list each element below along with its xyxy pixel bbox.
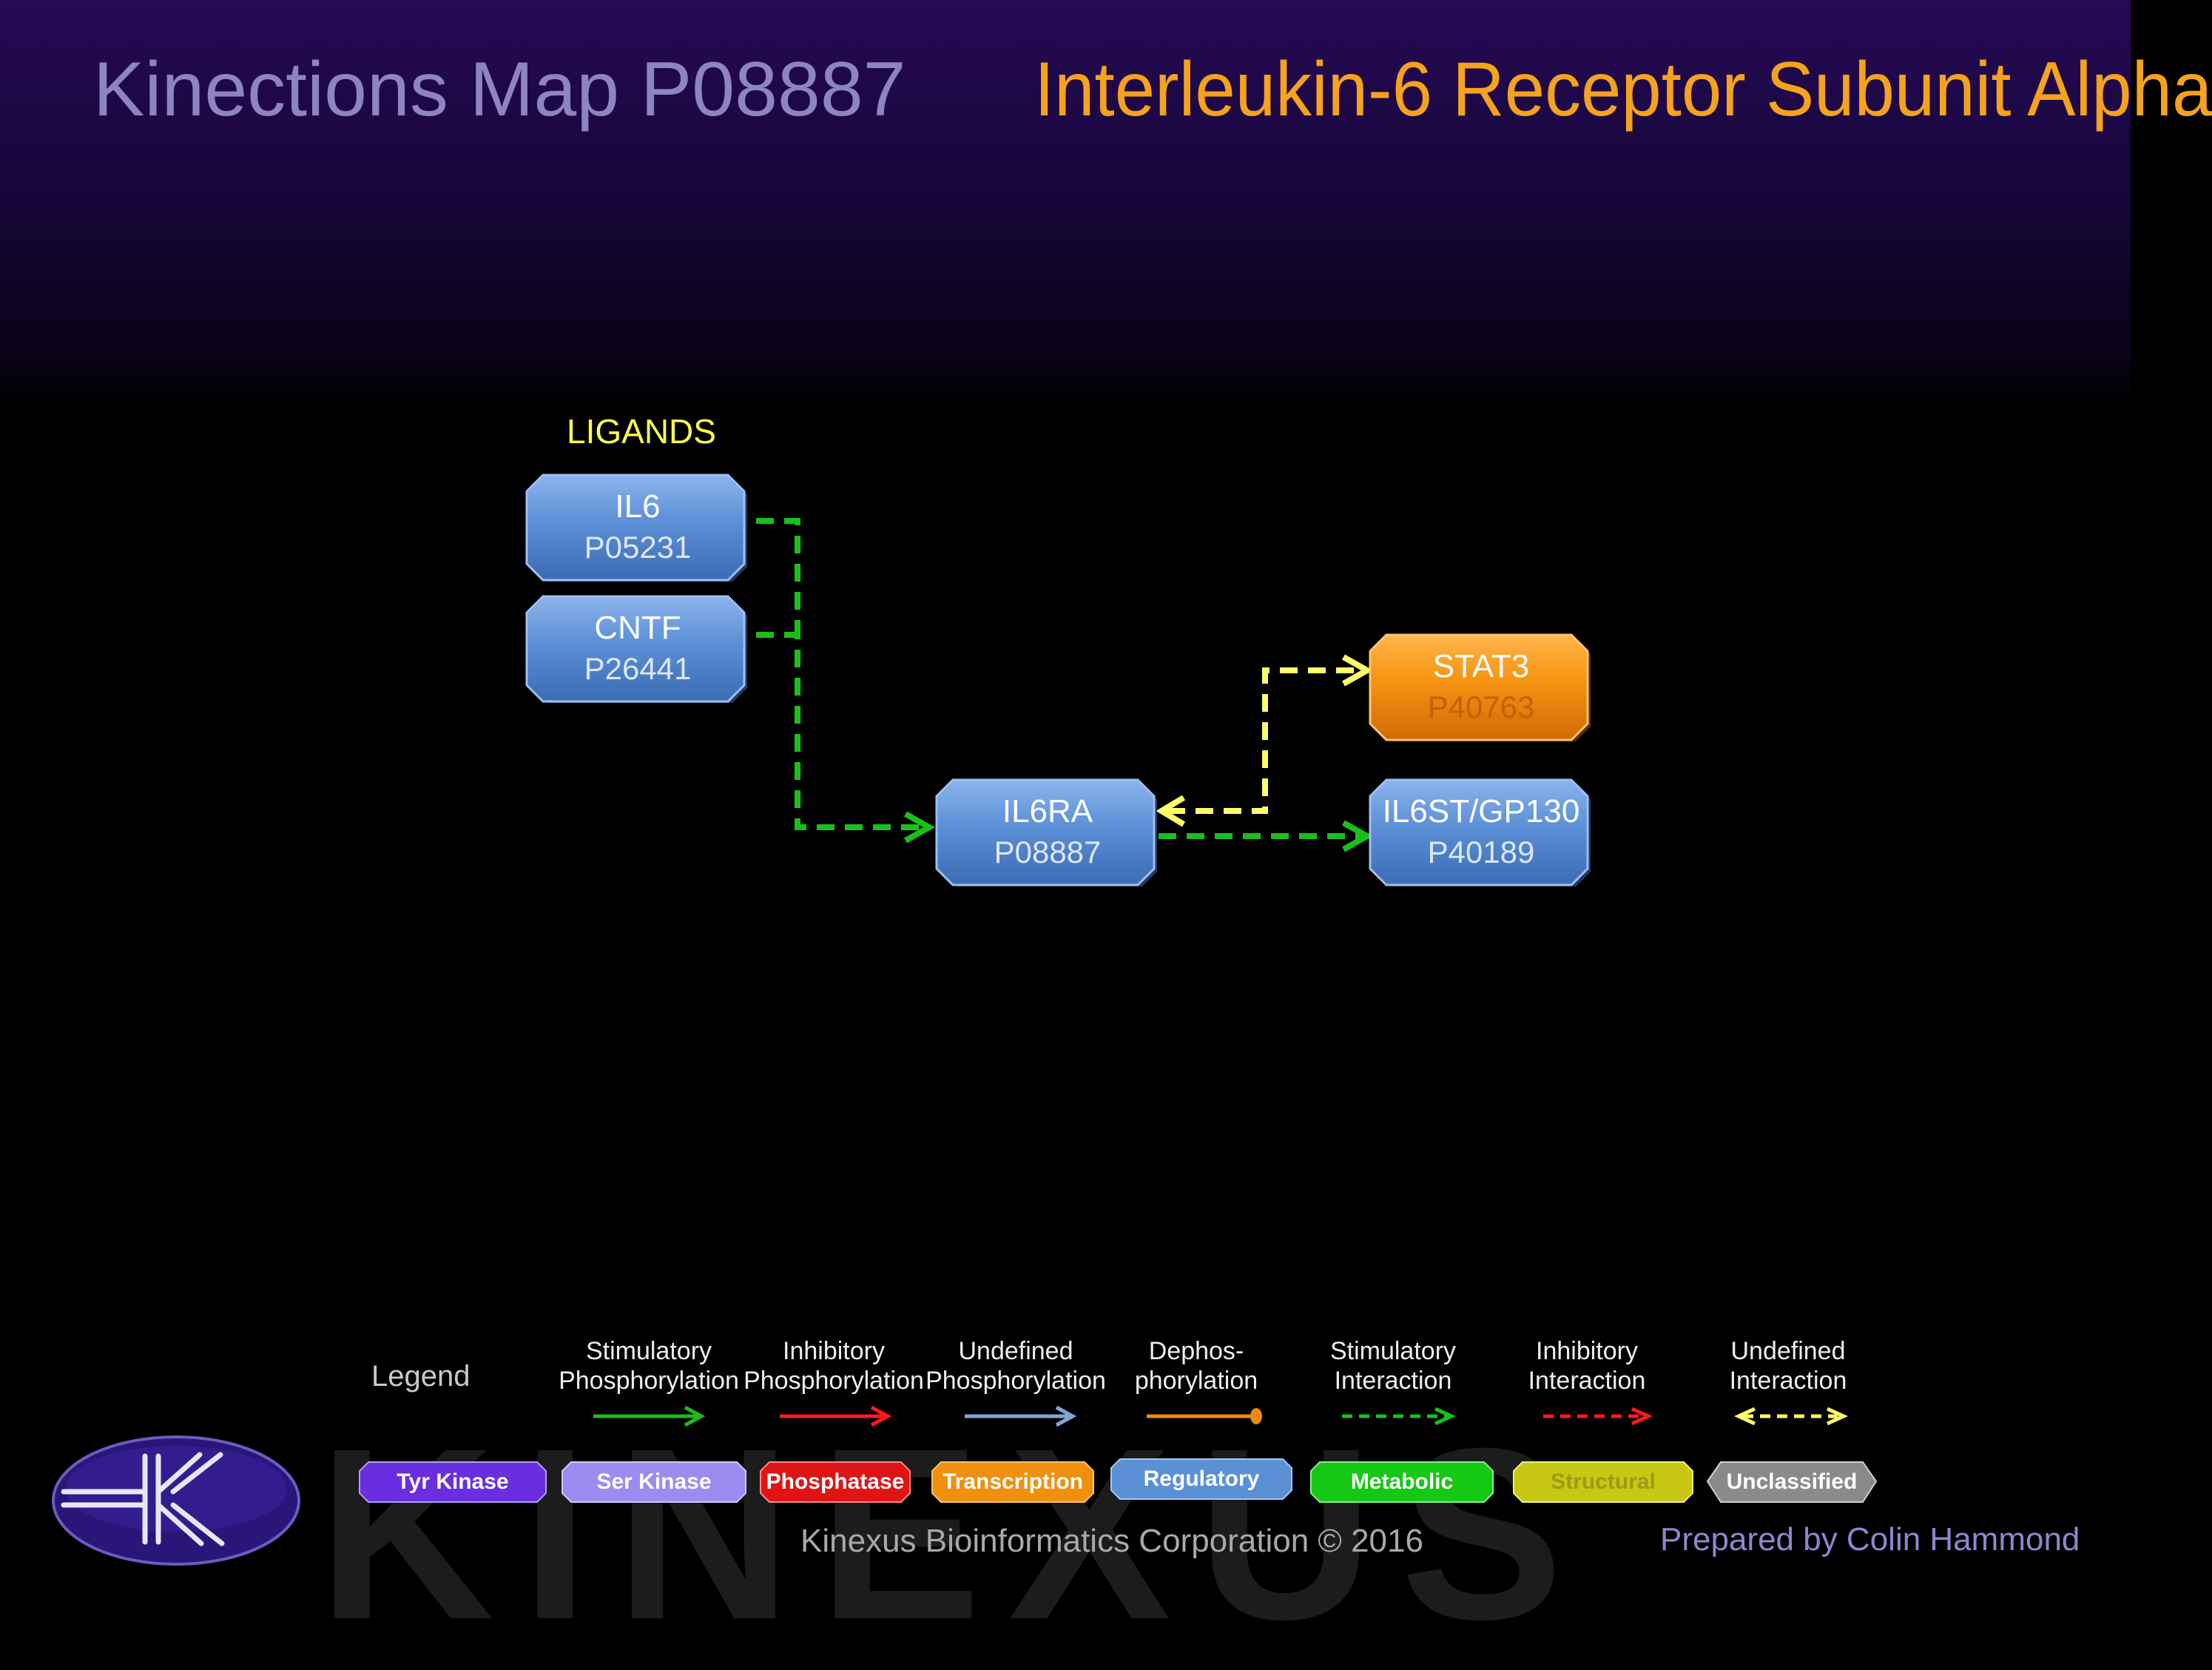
legend-line-undefined-phosphorylation	[965, 1405, 1077, 1427]
node-il6ra[interactable]	[935, 778, 1157, 886]
legend-line-undefined-interaction	[1733, 1407, 1849, 1426]
legend-pill-unclassified	[1706, 1461, 1878, 1503]
prepared-by: Prepared by Colin Hammond	[1660, 1521, 2080, 1558]
node-il6st[interactable]	[1369, 778, 1591, 886]
legend-pill-tyr-kinase	[359, 1461, 547, 1503]
kinexus-watermark: KINEXUS	[318, 1397, 1590, 1670]
kinexus-logo	[52, 1435, 300, 1566]
legend-pill-ser-kinase	[562, 1461, 746, 1503]
legend-label-dephosphorylation: Dephos-phorylation	[1134, 1337, 1258, 1395]
legend-title: Legend	[371, 1360, 471, 1393]
legend-pill-regulatory	[1110, 1458, 1292, 1500]
legend-pill-structural	[1513, 1461, 1693, 1503]
legend-pill-label: Unclassified	[1726, 1469, 1858, 1494]
legend-line-inhibitory-phosphorylation	[780, 1405, 892, 1427]
legend-line-stimulatory-interaction	[1342, 1407, 1457, 1426]
edge-il6-to-il6ra	[756, 518, 800, 635]
legend-pill-label: Structural	[1551, 1469, 1656, 1494]
legend-pill-label: Regulatory	[1143, 1467, 1260, 1491]
node-stat3[interactable]	[1369, 633, 1591, 741]
legend-pill-label: Phosphatase	[766, 1469, 905, 1494]
legend-line-stimulatory-phosphorylation	[593, 1405, 706, 1427]
copyright-notice: Kinexus Bioinformatics Corporation © 201…	[800, 1523, 1423, 1559]
legend-pill-transcription	[931, 1461, 1094, 1503]
diagram-canvas	[52, 474, 1878, 1566]
legend-pill-label: Tyr Kinase	[397, 1469, 509, 1494]
legend-line-dephosphorylation	[1147, 1408, 1262, 1424]
ligands-label: LIGANDS	[567, 412, 716, 451]
edge-il6ra-stat3-undefined	[1156, 654, 1374, 827]
node-cntf[interactable]	[525, 595, 747, 703]
legend-pill-metabolic	[1310, 1461, 1494, 1503]
map-title: Kinections Map P08887	[93, 47, 906, 132]
legend-pill-label: Ser Kinase	[596, 1469, 712, 1494]
edge-il6ra-to-il6st	[1159, 820, 1374, 852]
protein-name-title: Interleukin-6 Receptor Subunit Alpha	[1034, 47, 2212, 132]
legend-line-inhibitory-interaction	[1543, 1407, 1653, 1426]
node-il6[interactable]	[525, 474, 747, 582]
edge-cntf-to-il6ra	[756, 632, 936, 844]
legend-pill-label: Transcription	[942, 1469, 1084, 1494]
legend-pill-phosphatase	[760, 1461, 911, 1503]
legend-pill-label: Metabolic	[1350, 1469, 1454, 1494]
